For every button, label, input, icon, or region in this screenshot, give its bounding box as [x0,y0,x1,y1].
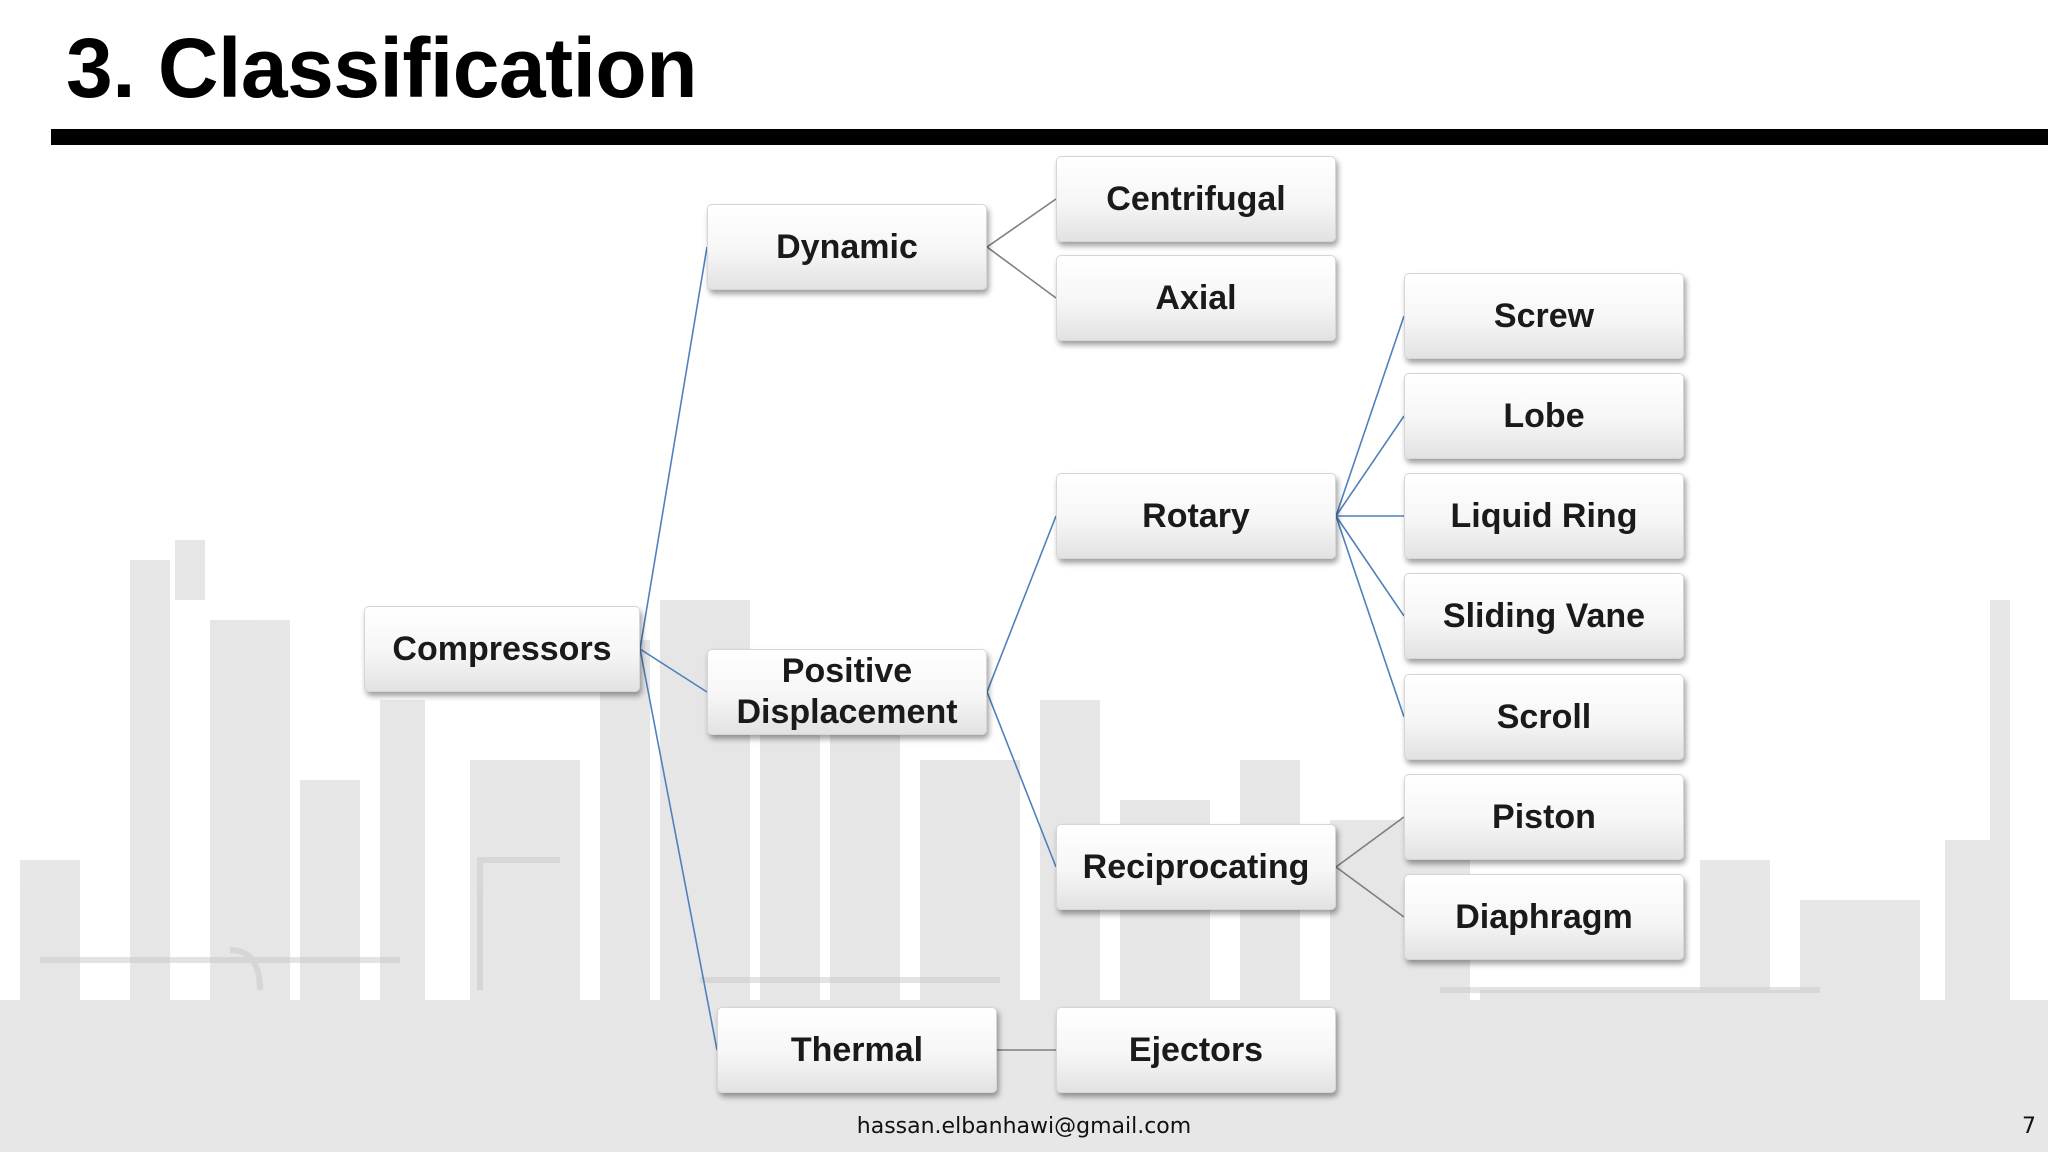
node-dynamic: Dynamic [707,204,987,290]
node-lobe: Lobe [1404,373,1684,459]
node-sliding-vane: Sliding Vane [1404,573,1684,659]
node-rotary: Rotary [1056,473,1336,559]
connector-reciprocating-to-diaphragm [1335,866,1405,918]
footer-email: hassan.elbanhawi@gmail.com [856,1114,1192,1139]
connector-reciprocating-to-piston [1335,816,1405,868]
node-scroll: Scroll [1404,674,1684,760]
connector-rotary-to-sliding_vane [1335,515,1405,617]
node-ejectors: Ejectors [1056,1007,1336,1093]
title-underline [51,129,2048,145]
node-thermal: Thermal [717,1007,997,1093]
connector-dynamic-to-axial [986,246,1057,299]
node-reciprocating: Reciprocating [1056,824,1336,910]
node-liquid-ring: Liquid Ring [1404,473,1684,559]
skyline-pipes [40,857,1820,993]
node-axial: Axial [1056,255,1336,341]
page-number: 7 [2022,1114,2036,1139]
connector-positive_displacement-to-rotary [986,515,1057,693]
skyline-silhouette [0,540,2048,1152]
connector-compressors-to-positive_displacement [639,648,708,693]
connector-rotary-to-lobe [1335,415,1405,517]
node-positive-displacement: Positive Displacement [707,649,987,735]
connector-rotary-to-screw [1335,315,1405,517]
node-screw: Screw [1404,273,1684,359]
connector-dynamic-to-centrifugal [986,198,1057,248]
connector-compressors-to-thermal [639,648,718,1051]
node-diaphragm: Diaphragm [1404,874,1684,960]
node-centrifugal: Centrifugal [1056,156,1336,242]
node-compressors: Compressors [364,606,640,692]
slide-title: 3. Classification [66,21,698,115]
connector-positive_displacement-to-reciprocating [986,691,1057,868]
connector-rotary-to-scroll [1335,515,1405,718]
node-piston: Piston [1404,774,1684,860]
connector-compressors-to-dynamic [639,246,708,650]
